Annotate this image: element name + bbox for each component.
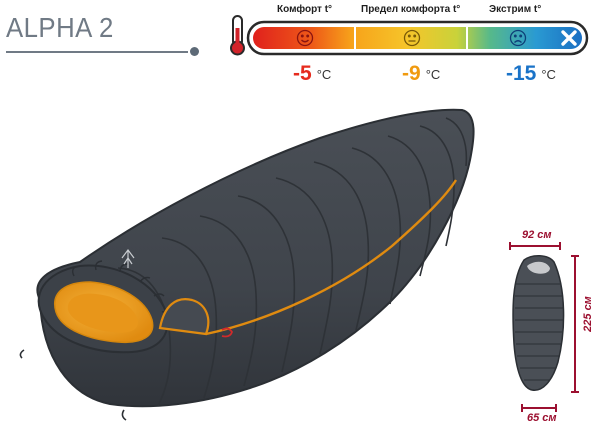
hood-inner-shadow <box>67 293 138 333</box>
zone-label-extreme: Экстрим t° <box>489 4 542 15</box>
temp-limit-unit: °C <box>425 67 441 82</box>
neutral-face-icon <box>403 29 421 47</box>
temp-extreme-value: -15 <box>506 62 537 85</box>
dimension-shoulder-width: 92 см <box>522 229 552 241</box>
temp-extreme-unit: °C <box>541 67 556 82</box>
scale-bar-gradient <box>253 27 582 49</box>
temp-limit-value: -9 <box>402 62 421 85</box>
dimension-length: 225 см <box>582 296 594 332</box>
zone-label-comfort: Комфорт t° <box>277 4 333 15</box>
temperature-scale <box>230 15 589 56</box>
mini-bag <box>512 255 565 391</box>
zipper-line <box>205 179 458 336</box>
temp-limit: -9 °C <box>402 62 440 86</box>
sad-face-icon <box>509 29 527 47</box>
bag-baffles <box>117 117 468 407</box>
dimension-foot-width: 65 см <box>527 412 557 424</box>
smile-face-icon <box>296 29 314 47</box>
title-underline-dot <box>190 47 199 56</box>
zipper-pull-icon <box>221 327 233 338</box>
extreme-x-icon <box>561 30 577 46</box>
face-flap <box>158 298 210 336</box>
temp-comfort-unit: °C <box>316 67 332 82</box>
temp-extreme: -15 °C <box>506 62 556 86</box>
temp-comfort-value: -5 <box>293 62 312 85</box>
mini-bag-hood <box>527 261 550 274</box>
product-title: ALPHA 2 <box>6 12 114 43</box>
temp-comfort: -5 °C <box>293 62 331 86</box>
thermometer-icon <box>230 15 245 56</box>
brand-logo-icon <box>121 249 135 268</box>
bag-loops <box>19 349 127 421</box>
zone-label-limit: Предел комфорта t° <box>361 4 461 15</box>
title-underline <box>6 51 188 53</box>
mini-bag-baffles <box>515 283 563 381</box>
